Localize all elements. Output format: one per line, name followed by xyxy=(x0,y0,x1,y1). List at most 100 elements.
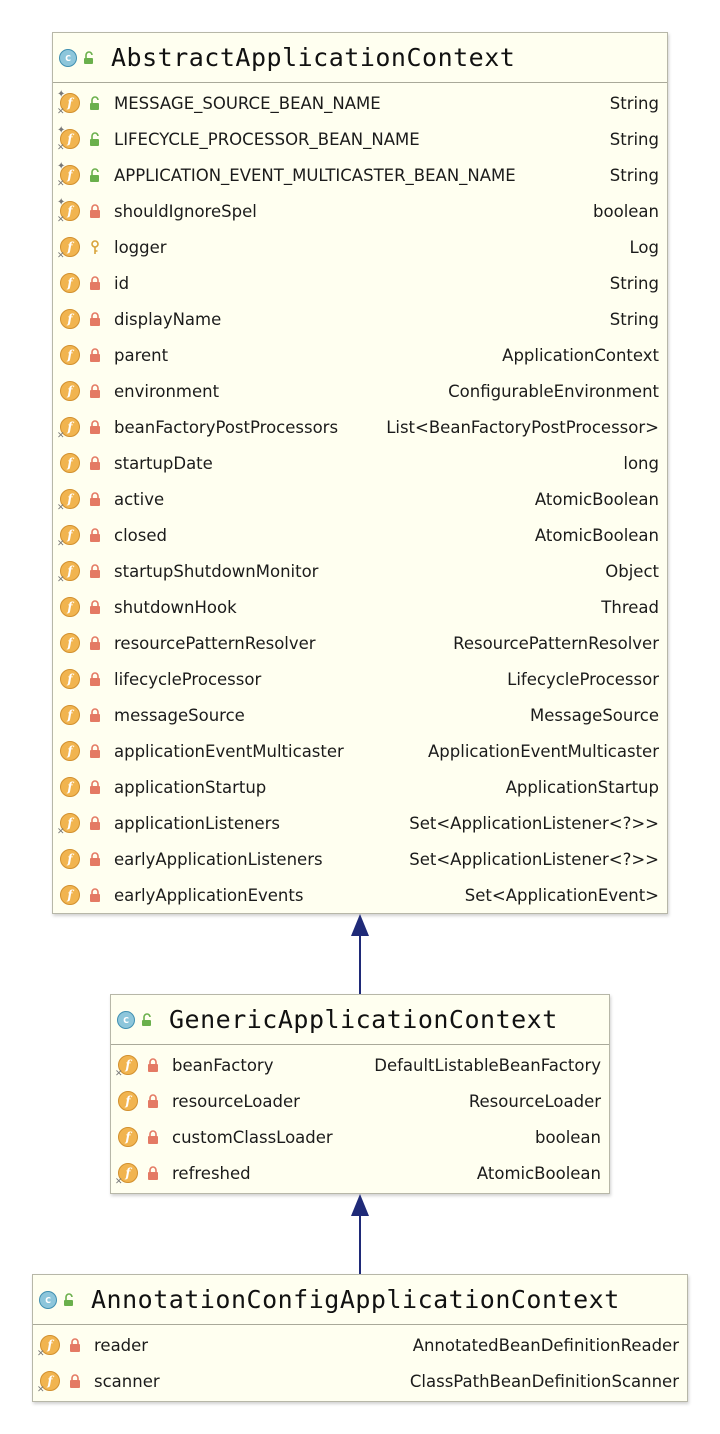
field-f-icon: f✕ xyxy=(57,560,81,585)
field-f-icon: ✦f✕ xyxy=(57,197,81,225)
final-marker-icon: ✕ xyxy=(57,827,65,837)
unlocked-icon xyxy=(90,168,99,182)
field-f-icon: f xyxy=(59,632,81,654)
field-f-icon: ✦f✕ xyxy=(57,125,81,153)
field-f-icon: f✕ xyxy=(57,236,81,261)
arrow-annotation-to-generic xyxy=(351,1194,369,1274)
field-f-icon: f✕ xyxy=(115,1162,139,1187)
field-name: resourceLoader xyxy=(172,1091,300,1111)
class-generic-application-context[interactable]: c GenericApplicationContext f✕beanFactor… xyxy=(110,994,610,1194)
field-name: beanFactoryPostProcessors xyxy=(114,417,339,437)
field-name: LIFECYCLE_PROCESSOR_BEAN_NAME xyxy=(114,129,420,149)
field-type: ApplicationEventMulticaster xyxy=(428,741,659,761)
field-name: MESSAGE_SOURCE_BEAN_NAME xyxy=(114,93,381,113)
field-type: String xyxy=(609,129,659,149)
field-f-icon: f✕ xyxy=(37,1334,61,1359)
lock-icon xyxy=(90,492,100,506)
field-type: LifecycleProcessor xyxy=(507,669,659,689)
lock-icon xyxy=(90,708,100,722)
field-row[interactable]: f✕ applicationListeners Set<ApplicationLis… xyxy=(53,805,667,841)
final-marker-icon: ✕ xyxy=(57,251,65,261)
field-name: earlyApplicationEvents xyxy=(114,885,304,905)
field-name: lifecycleProcessor xyxy=(114,669,262,689)
final-marker-icon: ✕ xyxy=(57,431,65,441)
field-name: id xyxy=(114,273,130,293)
field-f-icon: f xyxy=(59,884,81,906)
arrow-generic-to-abstract xyxy=(351,914,369,994)
unlocked-icon xyxy=(90,96,99,110)
class-abstract-application-context[interactable]: c AbstractApplicationContext ✦f✕MESSAGE_… xyxy=(52,32,668,914)
class-c-icon: c xyxy=(59,48,77,67)
field-f-icon: f✕ xyxy=(57,488,81,513)
final-marker-icon: ✕ xyxy=(57,107,65,117)
field-name: startupShutdownMonitor xyxy=(114,561,319,581)
field-row[interactable]: ✦f✕APPLICATION_EVENT_MULTICASTER_BEAN_NA… xyxy=(53,157,667,193)
unlocked-icon xyxy=(64,1292,73,1306)
field-type: Set<ApplicationListener<?>> xyxy=(409,813,659,833)
lock-icon xyxy=(90,636,100,650)
final-marker-icon: ✕ xyxy=(37,1385,45,1395)
field-type: ApplicationContext xyxy=(502,345,659,365)
field-type: String xyxy=(609,93,659,113)
field-f-icon: f✕ xyxy=(57,812,81,837)
field-name: startupDate xyxy=(114,453,213,473)
key-icon xyxy=(91,240,99,254)
field-type: ResourcePatternResolver xyxy=(453,633,659,653)
lock-icon xyxy=(90,852,100,866)
final-marker-icon: ✕ xyxy=(57,539,65,549)
field-f-icon: f xyxy=(117,1090,139,1112)
field-name: closed xyxy=(114,525,167,545)
field-name: logger xyxy=(114,237,167,257)
field-type: String xyxy=(609,273,659,293)
field-type: DefaultListableBeanFactory xyxy=(374,1055,601,1075)
field-name: shouldIgnoreSpel xyxy=(114,201,257,221)
static-marker-icon: ✦ xyxy=(57,89,66,100)
field-f-icon: f✕ xyxy=(115,1054,139,1079)
lock-icon xyxy=(90,276,100,290)
lock-icon xyxy=(90,564,100,578)
field-row[interactable]: ✦f✕ LIFECYCLE_PROCESSOR_BEAN_NAME String xyxy=(53,121,667,157)
static-marker-icon: ✦ xyxy=(57,125,66,136)
class-annotation-config-application-context[interactable]: c AnnotationConfigApplicationContext f✕r… xyxy=(32,1274,688,1402)
field-type: Thread xyxy=(601,597,659,617)
field-f-icon: f xyxy=(59,380,81,402)
final-marker-icon: ✕ xyxy=(115,1069,123,1079)
field-f-icon: f✕ xyxy=(57,416,81,441)
field-name: applicationListeners xyxy=(114,813,280,833)
field-f-icon: f xyxy=(59,848,81,870)
field-type: AtomicBoolean xyxy=(534,489,659,509)
field-name: shutdownHook xyxy=(114,597,237,617)
field-name: customClassLoader xyxy=(172,1127,333,1147)
class-header: c AnnotationConfigApplicationContext xyxy=(33,1275,687,1325)
final-marker-icon: ✕ xyxy=(57,503,65,513)
